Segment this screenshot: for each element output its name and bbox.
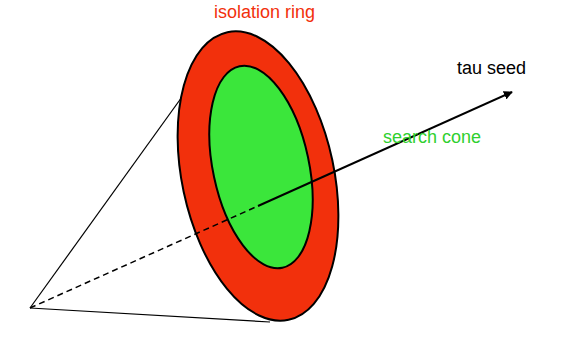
callout-label: tau seed — [457, 58, 526, 78]
label-anchor: tau seed — [457, 58, 526, 80]
callout-label: isolation ring — [214, 2, 315, 22]
cone-axis — [30, 206, 258, 308]
tau-seed-arrow — [258, 92, 512, 206]
label-anchor: isolation ring — [214, 2, 315, 24]
search-cone-shape — [193, 56, 330, 277]
label-anchor: search cone — [383, 127, 481, 149]
callout-label: search cone — [383, 127, 481, 147]
isolation-ring-shape — [153, 16, 363, 335]
cone-edge — [30, 308, 270, 322]
